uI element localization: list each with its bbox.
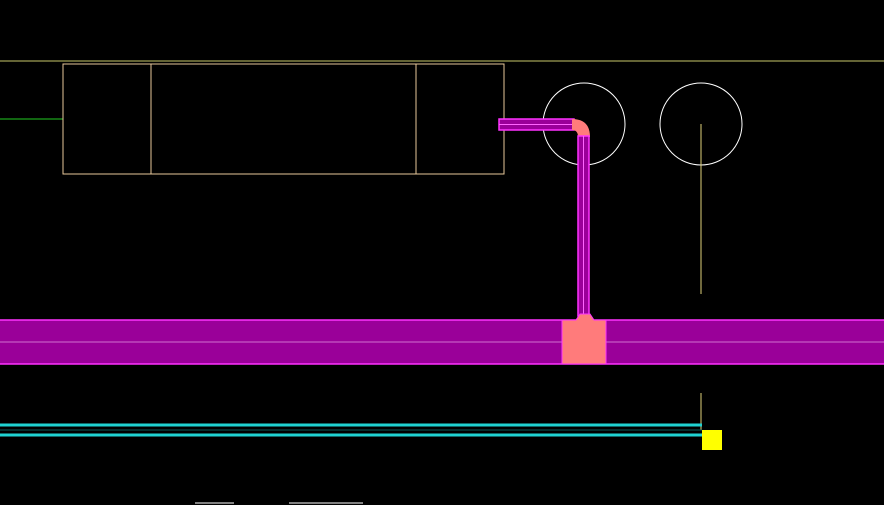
- yellow-marker[interactable]: [702, 430, 722, 450]
- main-pipe[interactable]: [0, 319, 884, 365]
- cyan-line[interactable]: [0, 423, 702, 437]
- branch-pipe-elbow: [572, 119, 590, 137]
- tee-fitting[interactable]: [561, 313, 607, 365]
- branch-pipe[interactable]: [498, 118, 590, 317]
